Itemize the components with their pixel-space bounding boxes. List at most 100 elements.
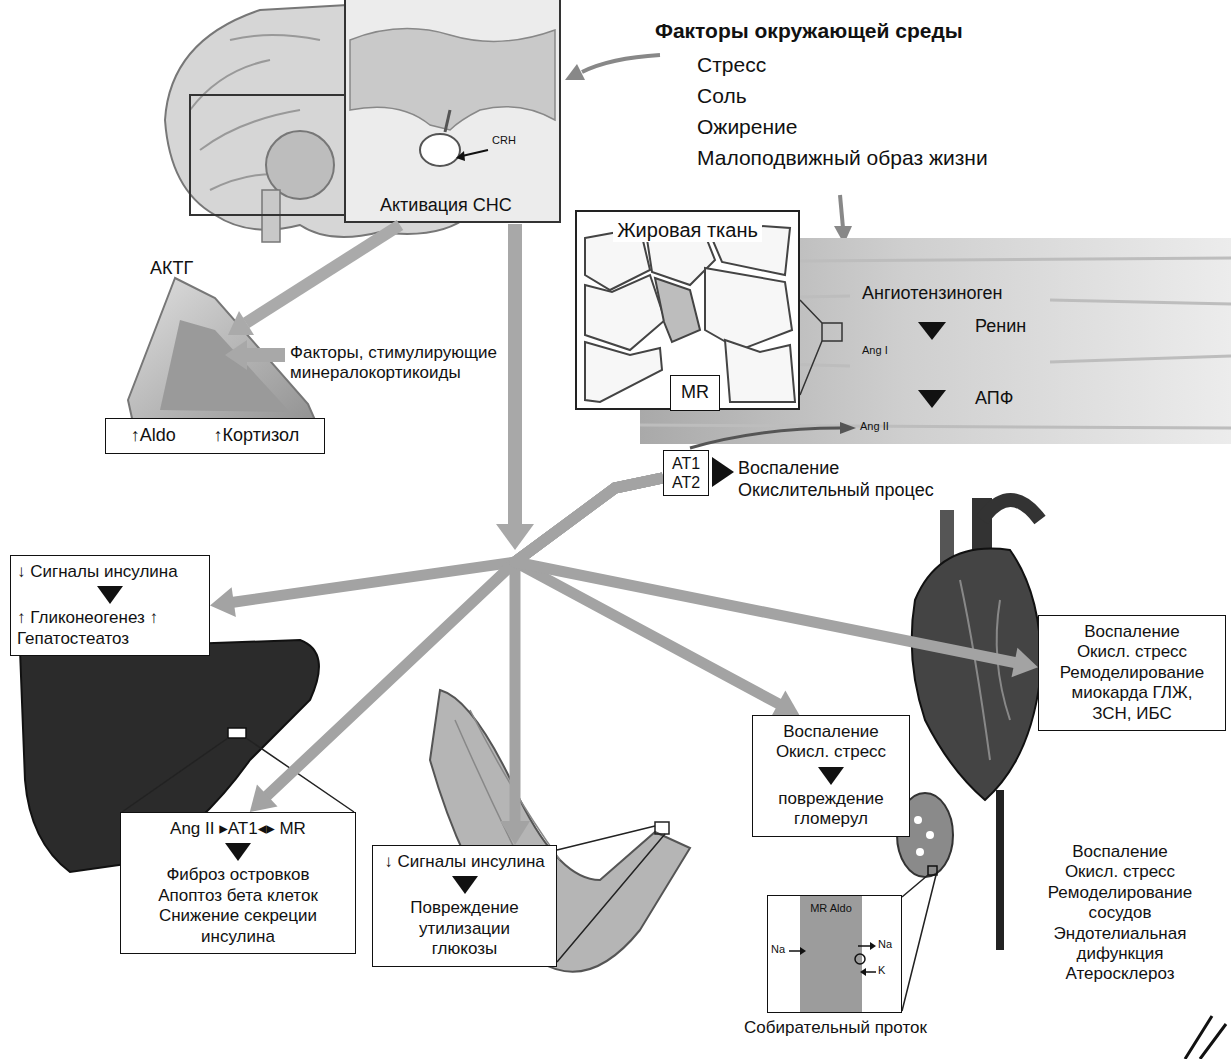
- arrow-head: [250, 785, 278, 812]
- box-text: ↑ Гликонеогенез ↑ Гепатостеатоз: [17, 608, 167, 649]
- vessel-drawing: [1185, 1016, 1226, 1059]
- ion-arrow: [858, 945, 870, 947]
- descending-aorta: [996, 790, 1004, 950]
- ion-arrow: [789, 950, 800, 952]
- effect-triangle: [712, 457, 734, 487]
- cerebellum: [266, 131, 334, 199]
- fat-cell: [585, 342, 662, 402]
- factor-arrow-head: [225, 340, 247, 370]
- factor-item: Малоподвижный образ жизни: [697, 145, 988, 170]
- arrow-head: [500, 821, 530, 845]
- zoom-frame: [655, 822, 669, 834]
- zoom-leader: [902, 875, 936, 1011]
- effect-label: Воспаление Окисл. стресс Ремоделирование…: [1045, 842, 1195, 985]
- fat-cell: [585, 275, 665, 350]
- hormone-label: АКТГ: [150, 258, 193, 280]
- duct-inset: MR AldoСобирательный протокNaNaK: [767, 895, 902, 1013]
- ion-arrow-head: [800, 947, 806, 955]
- environment-arrow: [582, 55, 660, 72]
- ion-label: Na: [771, 943, 785, 956]
- box-text: повреждение гломерул: [761, 789, 901, 830]
- zoom-frame: [190, 95, 345, 215]
- factor-arrow: [245, 348, 285, 362]
- caption: Собирательный проток: [728, 1018, 943, 1038]
- receptor-box: AT1 AT2: [663, 450, 709, 496]
- fat-cell: [725, 340, 795, 402]
- ion-arrow-head: [870, 942, 876, 950]
- substance-label: Ang II: [860, 420, 889, 433]
- receptor-box: MR: [670, 375, 720, 411]
- box-heading: ↓ Сигналы инсулина: [17, 562, 203, 582]
- environment-arrow: [840, 195, 843, 228]
- sns-arrow: [508, 224, 522, 526]
- adrenal-medulla: [160, 320, 290, 412]
- crh-arrow-head: [456, 151, 465, 161]
- box-text: ↑Кортизол: [214, 425, 300, 447]
- box-heading: Ang II ▸AT1◂▸ MR: [127, 819, 349, 839]
- factor-item: Стресс: [697, 52, 766, 77]
- process-label: Факторы, стимулирующие минералокортикоид…: [290, 343, 562, 384]
- flow-triangle: [818, 767, 844, 785]
- tissue-inset: Жировая тканьMR: [575, 210, 800, 410]
- pituitary-stalk: [445, 110, 450, 132]
- fat-cell: [655, 278, 700, 342]
- box-heading: ↑Aldo: [131, 425, 176, 447]
- aortic-arch: [982, 500, 1040, 520]
- effect-label: Воспаление Окислительный процес: [738, 458, 953, 501]
- connector-arrow: [250, 478, 663, 812]
- connector-arrow: [500, 478, 663, 845]
- environment-arrow-head: [565, 64, 585, 80]
- connector-arrow: [515, 478, 799, 717]
- acth-arrow: [246, 225, 400, 323]
- kidney-detail: [914, 816, 922, 824]
- box-text: Фиброз островков Апоптоз бета клеток Сни…: [136, 865, 341, 947]
- zoom-frame: [228, 728, 246, 738]
- box-heading: Жировая ткань: [613, 218, 762, 242]
- acth-arrow-head: [228, 311, 254, 335]
- brain-drawing: [165, 0, 560, 242]
- crh-arrow: [462, 150, 488, 156]
- flow-triangle: [918, 390, 946, 408]
- connector-line: [515, 478, 663, 825]
- enzyme-label: Ренин: [975, 316, 1026, 338]
- enzyme-label: АПФ: [975, 388, 1013, 410]
- angiotensin-arrow: [690, 428, 840, 448]
- factor-item: Ожирение: [697, 114, 797, 139]
- box-heading: MR: [677, 382, 713, 404]
- substance-label: Ангиотензиноген: [862, 283, 1003, 305]
- box-heading: AT1 AT2: [667, 454, 705, 492]
- zoom-leader: [557, 826, 665, 962]
- angiotensin-arrow-head: [840, 422, 856, 434]
- organ-effect-box: ↓ Сигналы инсулинаПовреждение утилизации…: [372, 845, 557, 967]
- connector-arrow: [515, 478, 1038, 677]
- zoom-frame: [822, 323, 842, 341]
- arrow-head: [210, 587, 236, 617]
- brain-inset-tissue: [350, 29, 555, 130]
- ion-arrow: [866, 971, 876, 973]
- adipose-cells: [575, 210, 800, 410]
- connector-line: [264, 478, 663, 798]
- brain-inset: [345, 0, 560, 222]
- ion-label: K: [878, 964, 885, 977]
- heart-drawing: [912, 498, 1041, 950]
- substance-label: Ang I: [862, 344, 888, 357]
- inset-ground: [575, 210, 800, 410]
- connector-line: [515, 478, 1018, 663]
- organ-effect-box: Воспаление Окисл. стресс Ремоделирование…: [1038, 615, 1226, 731]
- flow-triangle: [97, 586, 123, 604]
- zoom-leader: [800, 300, 822, 395]
- flow-triangle: [918, 322, 946, 340]
- box-text: Повреждение утилизации глюкозы: [395, 898, 535, 959]
- box-heading: MR Aldo: [800, 902, 862, 915]
- arrow-head: [1012, 648, 1038, 677]
- organ-effect-box: Воспаление Окисл. стресс повреждение глом…: [752, 715, 910, 837]
- zoom-frame: [928, 866, 937, 875]
- ion-pump: [855, 954, 865, 964]
- organ-effect-box: ↓ Сигналы инсулина ↑ Гликонеогенез ↑ Гепа…: [10, 555, 210, 656]
- ion-arrow-head: [860, 968, 866, 976]
- ion-label: Na: [878, 938, 892, 951]
- hormone-label: CRH: [492, 134, 516, 147]
- box-heading: Воспаление Окисл. стресс: [761, 722, 901, 763]
- fat-cell: [705, 268, 792, 350]
